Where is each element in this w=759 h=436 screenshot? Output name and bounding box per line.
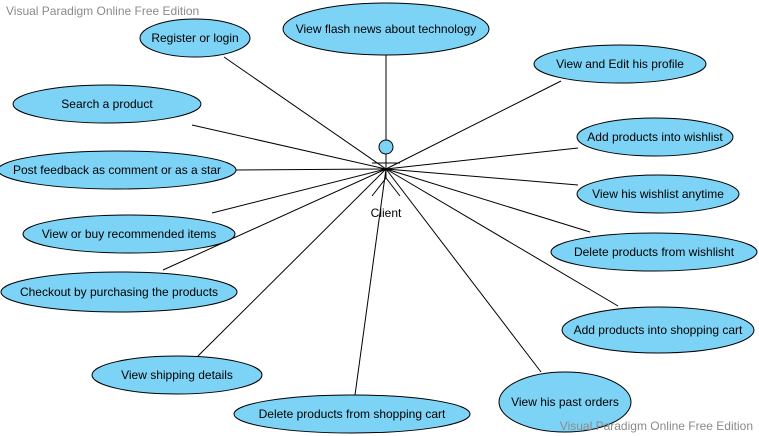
usecase-edit-profile[interactable]: View and Edit his profile — [533, 44, 707, 84]
usecase-ellipse — [22, 214, 236, 254]
usecase-label: Add products into shopping cart — [574, 323, 743, 337]
usecase-ellipse — [91, 355, 263, 395]
association-feedback — [235, 168, 387, 171]
usecase-ellipse — [576, 174, 740, 214]
usecase-search[interactable]: Search a product — [12, 84, 202, 124]
usecase-recommended[interactable]: View or buy recommended items — [22, 214, 236, 254]
associations — [162, 55, 619, 396]
usecase-ellipse — [12, 84, 202, 124]
usecase-checkout[interactable]: Checkout by purchasing the products — [0, 271, 238, 313]
association-delete-cart — [354, 168, 387, 396]
association-search — [191, 124, 387, 170]
usecase-past-orders[interactable]: View his past orders — [498, 371, 632, 433]
actor-left-leg — [371, 177, 387, 197]
actor-head — [378, 139, 394, 155]
usecase-shipping[interactable]: View shipping details — [91, 355, 263, 395]
actor-right-leg — [385, 177, 401, 197]
usecase-delete-wishlist[interactable]: Delete products from wishlisht — [550, 232, 758, 272]
usecase-label: View flash news about technology — [296, 22, 477, 36]
watermark-top: Visual Paradigm Online Free Edition — [6, 4, 200, 18]
usecase-ellipse — [233, 394, 471, 434]
association-register — [223, 56, 387, 170]
usecase-ellipse — [0, 271, 238, 313]
usecase-register[interactable]: Register or login — [139, 18, 251, 58]
association-shipping — [197, 168, 387, 357]
usecase-label: View shipping details — [121, 368, 233, 382]
usecase-view-wishlist[interactable]: View his wishlist anytime — [576, 174, 740, 214]
usecase-label: View or buy recommended items — [42, 227, 217, 241]
usecase-label: View his past orders — [511, 395, 619, 409]
association-past-orders — [385, 168, 542, 373]
usecase-ellipse — [533, 44, 707, 84]
actor-name: Client — [371, 206, 402, 220]
usecase-label: Register or login — [151, 31, 238, 45]
usecase-ellipse — [498, 371, 632, 433]
usecase-label: Add products into wishlist — [587, 130, 723, 144]
association-view-wishlist — [385, 168, 579, 186]
usecase-ellipse — [550, 232, 758, 272]
association-add-wishlist — [385, 147, 579, 170]
usecase-label: Search a product — [61, 97, 153, 111]
association-checkout — [162, 168, 387, 271]
usecase-flash-news[interactable]: View flash news about technology — [282, 2, 490, 56]
usecase-label: View his wishlist anytime — [592, 187, 724, 201]
usecase-ellipse — [561, 306, 755, 354]
usecase-delete-cart[interactable]: Delete products from shopping cart — [233, 394, 471, 434]
usecase-label: Checkout by purchasing the products — [20, 285, 218, 299]
usecase-add-cart[interactable]: Add products into shopping cart — [561, 306, 755, 354]
usecase-ellipse — [576, 117, 734, 157]
usecase-ellipse — [139, 18, 251, 58]
usecase-label: Post feedback as comment or as a star — [13, 163, 221, 177]
usecase-label: Delete products from wishlisht — [574, 245, 735, 259]
usecase-ellipse — [0, 150, 237, 190]
usecase-ellipse — [282, 2, 490, 56]
actor-client[interactable]: Client — [371, 139, 402, 220]
usecase-label: Delete products from shopping cart — [259, 407, 446, 421]
association-add-cart — [385, 168, 619, 307]
association-edit-profile — [385, 80, 562, 170]
association-recommended — [211, 168, 387, 214]
watermark-bottom: Visual Paradigm Online Free Edition — [559, 419, 753, 433]
association-delete-wishlist — [385, 168, 591, 233]
usecase-feedback[interactable]: Post feedback as comment or as a star — [0, 150, 237, 190]
usecase-label: View and Edit his profile — [556, 57, 684, 71]
usecase-add-wishlist[interactable]: Add products into wishlist — [576, 117, 734, 157]
